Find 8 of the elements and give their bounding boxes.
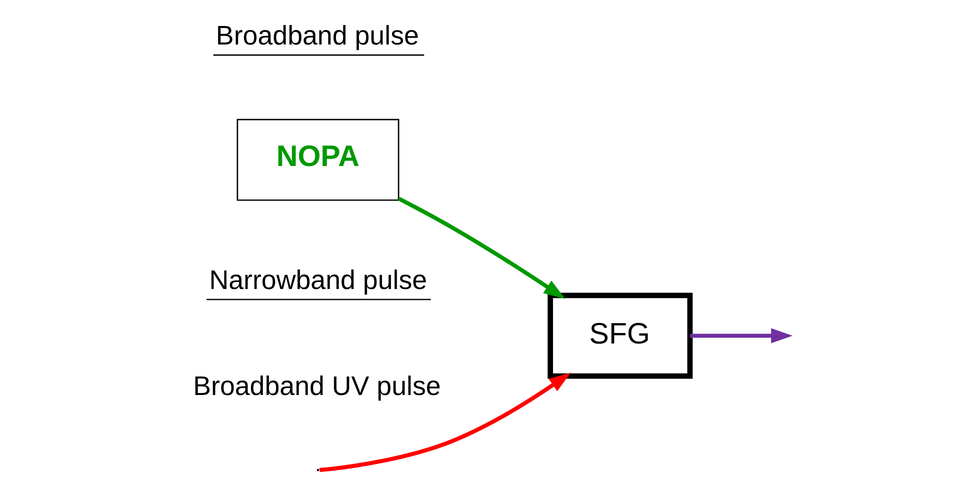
node-box: SFG [547,292,692,379]
arrow [318,372,570,472]
label: Narrowband pulse [208,264,427,295]
arrow [690,328,792,344]
arrow [397,196,565,299]
label: Broadband pulse [215,20,418,50]
label: Broadband UV pulse [192,370,440,401]
node-box: NOPA [236,118,399,201]
